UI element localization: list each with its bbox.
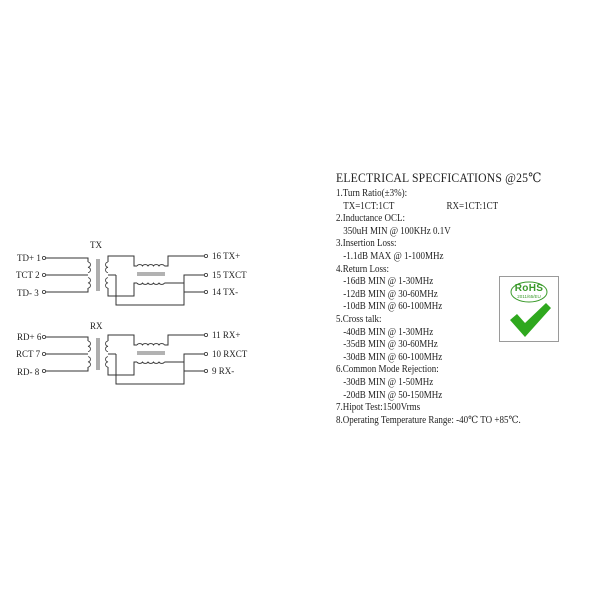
spec-value: -10dB MIN @ 60-100MHz (343, 301, 443, 313)
rx-channel: RX RD+ 6 RCT 7 RD- 8 (16, 321, 248, 385)
spec-heading: 5.Cross talk: (336, 313, 382, 325)
spec-heading: 3.Insertion Loss: (336, 238, 397, 250)
rohs-badge: RoHS 2011/65/EU (499, 276, 559, 342)
pin-9-label: 9 RX- (212, 366, 234, 376)
tx-channel: TX TD+ 1 TCT 2 TD- 3 (16, 240, 247, 306)
pin-8-label: RD- 8 (17, 367, 40, 377)
pin-6-terminal (42, 334, 47, 339)
pin-7-label: RCT 7 (16, 349, 41, 359)
tx-center-wires (107, 255, 137, 297)
spec-heading: 7.Hipot Test:1500Vrms (336, 402, 421, 414)
spec-operating-temperature: 8.Operating Temperature Range: -40℃ TO +… (336, 415, 572, 428)
rx-ratio-value: RX=1CT:1CT (446, 200, 499, 212)
spec-value: -20dB MIN @ 50-150MHz (343, 389, 443, 401)
pin-7-terminal (42, 351, 47, 356)
spec-value: -35dB MIN @ 30-60MHz (343, 339, 438, 351)
specifications-title: ELECTRICAL SPECFICATIONS @25℃ (336, 170, 542, 185)
spec-return-loss: 4.Return Loss: -16dB MIN @ 1-30MHz -12dB… (336, 264, 572, 314)
spec-heading: 8.Operating Temperature Range: -40℃ TO +… (336, 414, 521, 426)
spec-value: 350uH MIN @ 100KHz 0.1V (343, 225, 451, 237)
tx-common-mode-choke (136, 264, 165, 285)
tx-output-wires (115, 255, 204, 306)
check-mark-icon (510, 303, 551, 337)
rx-common-mode-choke (136, 343, 165, 364)
pin-1-terminal (42, 255, 47, 260)
spec-cross-talk: 5.Cross talk: -40dB MIN @ 1-30MHz -35dB … (336, 314, 572, 364)
pin-6-label: RD+ 6 (17, 332, 42, 342)
tx-input-wires (46, 257, 89, 293)
pin-16-terminal (203, 253, 208, 258)
tx-ratio-value: TX=1CT:1CT (343, 200, 395, 212)
spec-value: -30dB MIN @ 60-100MHz (343, 351, 443, 363)
tx-label: TX (90, 240, 102, 250)
pin-10-label: 10 RXCT (212, 349, 248, 359)
spec-hipot-test: 7.Hipot Test:1500Vrms (336, 402, 572, 415)
spec-value: TX=1CT:1CT RX=1CT:1CT (336, 201, 572, 214)
spec-value: -1.1dB MAX @ 1-100MHz (343, 250, 444, 262)
pin-15-terminal (203, 272, 208, 277)
pin-11-terminal (203, 332, 208, 337)
pin-15-label: 15 TXCT (212, 270, 247, 280)
pin-16-label: 16 TX+ (212, 251, 240, 261)
rx-isolation-transformer (87, 338, 109, 370)
pin-8-terminal (42, 368, 47, 373)
spec-insertion-loss: 3.Insertion Loss: -1.1dB MAX @ 1-100MHz (336, 238, 572, 263)
spec-value: -12dB MIN @ 30-60MHz (343, 288, 438, 300)
rohs-label: RoHS (514, 283, 544, 294)
pin-2-terminal (42, 272, 47, 277)
rx-label: RX (90, 321, 103, 331)
pin-1-label: TD+ 1 (17, 253, 41, 263)
spec-inductance: 2.Inductance OCL: 350uH MIN @ 100KHz 0.1… (336, 213, 572, 238)
pin-11-label: 11 RX+ (212, 330, 241, 340)
pin-14-label: 14 TX- (212, 287, 238, 297)
spec-common-mode-rejection: 6.Common Mode Rejection: -30dB MIN @ 1-5… (336, 364, 572, 402)
spec-heading: 1.Turn Ratio(±3%): (336, 188, 408, 199)
spec-value: -30dB MIN @ 1-50MHz (343, 376, 434, 388)
pin-14-terminal (203, 289, 208, 294)
spec-heading: 2.Inductance OCL: (336, 213, 405, 225)
spec-heading: 6.Common Mode Rejection: (336, 364, 439, 376)
rx-output-wires (115, 334, 204, 385)
spec-value: -40dB MIN @ 1-30MHz (343, 326, 434, 338)
spec-value: -16dB MIN @ 1-30MHz (343, 276, 434, 288)
rx-input-wires (46, 336, 89, 372)
pin-3-label: TD- 3 (17, 288, 39, 298)
pin-2-label: TCT 2 (16, 270, 40, 280)
pin-3-terminal (42, 289, 47, 294)
rohs-ring-icon (510, 281, 548, 303)
spec-heading: 4.Return Loss: (336, 263, 390, 275)
pin-9-terminal (203, 368, 208, 373)
rx-center-wires (107, 334, 137, 376)
electrical-specifications: ELECTRICAL SPECFICATIONS @25℃ 1.Turn Rat… (336, 170, 572, 427)
pin-10-terminal (203, 351, 208, 356)
spec-turn-ratio: 1.Turn Ratio(±3%): TX=1CT:1CT RX=1CT:1CT (336, 188, 572, 213)
tx-isolation-transformer (87, 259, 109, 291)
rohs-directive: 2011/65/EU (517, 294, 541, 299)
